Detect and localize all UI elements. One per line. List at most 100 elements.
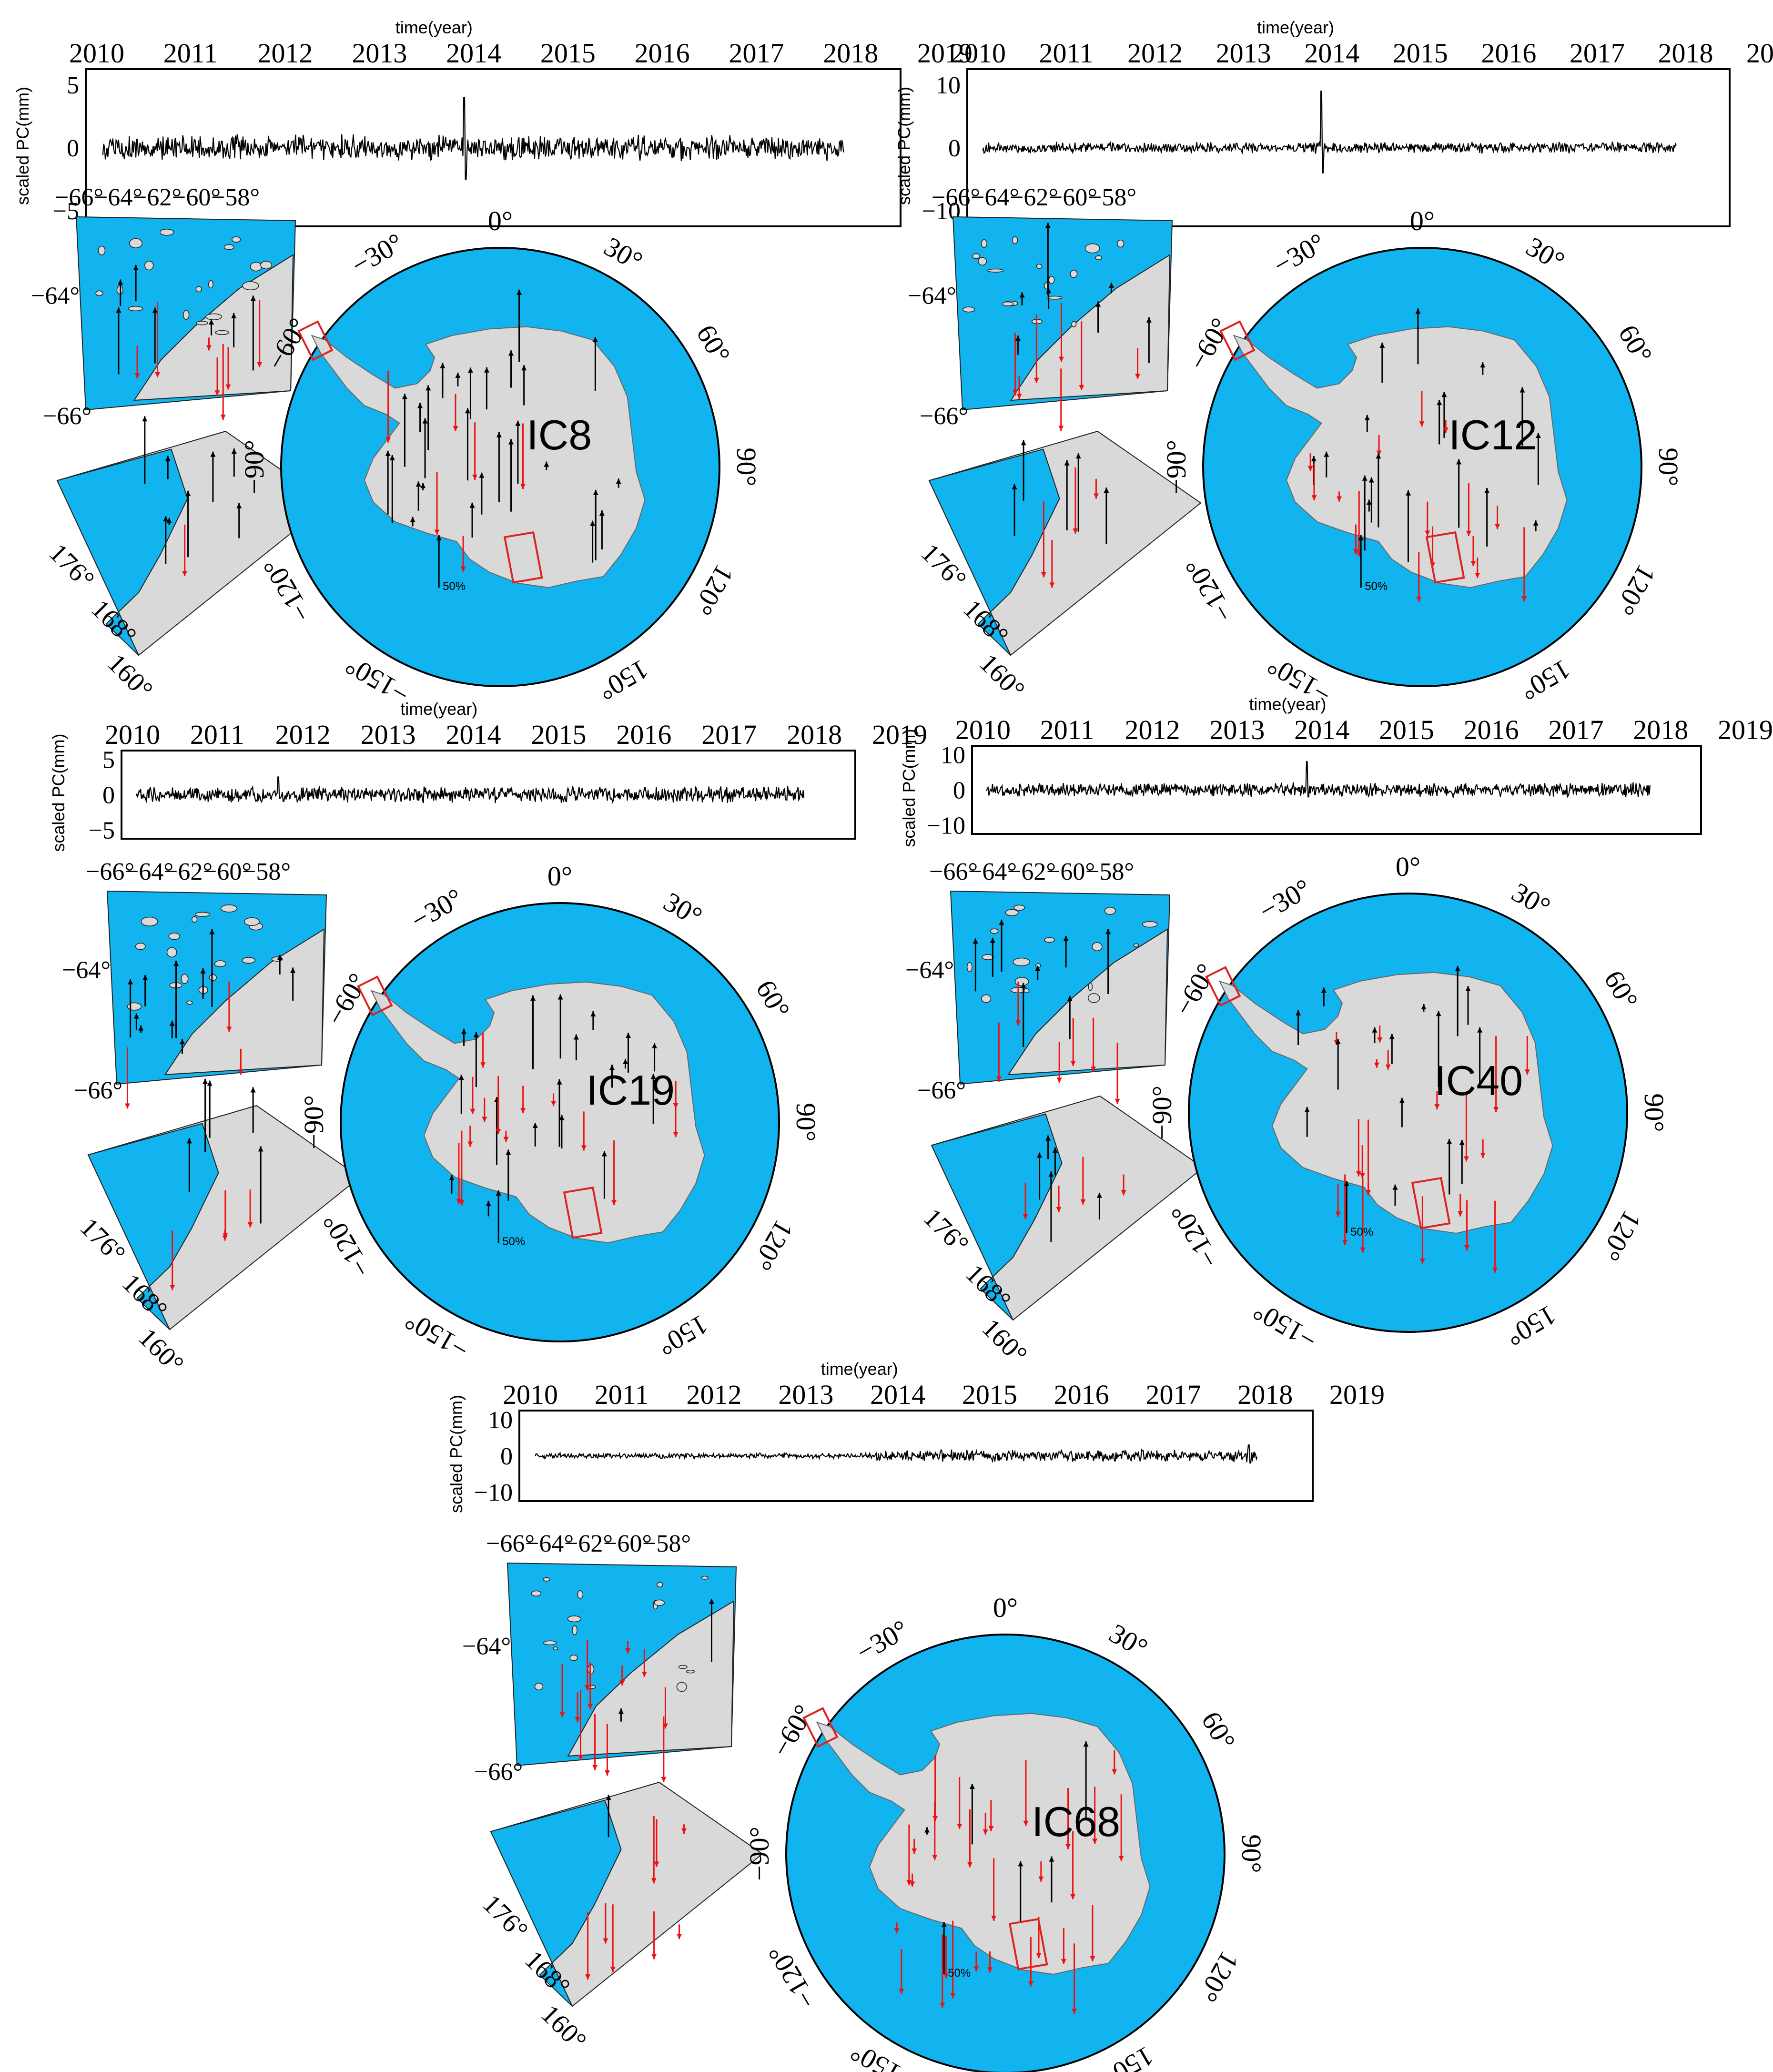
displacement-arrow (661, 1717, 667, 1782)
displacement-arrow (1080, 1157, 1086, 1205)
displacement-arrow (1038, 1861, 1044, 1882)
time-series-line (535, 1444, 1258, 1464)
island (209, 974, 217, 981)
arrow-head (206, 345, 212, 351)
island (232, 236, 241, 243)
displacement-arrow (1459, 1140, 1465, 1184)
arrow-head (894, 1928, 900, 1933)
arrow-head (1075, 453, 1081, 459)
arrow-head (210, 451, 216, 457)
island (95, 290, 103, 296)
arrow-head (1419, 421, 1425, 427)
displacement-arrow (173, 960, 179, 1038)
scale-label: 50% (1350, 1226, 1373, 1239)
displacement-arrow (592, 337, 598, 391)
displacement-arrow (1015, 981, 1021, 1026)
ross-inset-sea (931, 1113, 1063, 1320)
arrow-head (1362, 475, 1368, 481)
displacement-arrow (673, 1081, 679, 1108)
arrow-head (950, 1993, 956, 1999)
displacement-arrow (988, 1800, 994, 1831)
displacement-arrow (588, 1662, 593, 1709)
island (962, 306, 975, 313)
arrow-head (472, 475, 478, 480)
arrow-head (1385, 1064, 1391, 1070)
arrow-head (152, 307, 158, 313)
displacement-arrow (220, 344, 226, 420)
arrow-head (461, 1028, 467, 1034)
island (553, 1646, 558, 1651)
y-tick-label: −10 (474, 1479, 513, 1506)
x-axis-title: time(year) (1257, 18, 1334, 37)
arrow-head (1434, 1104, 1440, 1110)
inset-lat-label: −64° (905, 956, 954, 984)
x-tick-label: 2010 (69, 38, 124, 69)
peninsula-land (567, 1600, 735, 1757)
island (182, 310, 190, 320)
displacement-arrow (521, 365, 527, 406)
displacement-arrow (573, 1034, 579, 1061)
displacement-arrow (618, 1708, 624, 1722)
island (1104, 907, 1116, 915)
inset-lat-label: −64° (31, 282, 80, 309)
displacement-arrow (1425, 501, 1430, 536)
displacement-arrow (1535, 433, 1541, 485)
arrow-head (603, 1938, 608, 1944)
island (191, 916, 198, 923)
x-tick-label: 2016 (616, 719, 671, 750)
inset-lon-label: −58° (642, 1530, 691, 1557)
displacement-arrow (1307, 453, 1313, 471)
ring-longitude-label: 90° (790, 1103, 821, 1141)
arrow-head (616, 478, 621, 484)
ross-inset-sea (490, 1799, 622, 2007)
displacement-arrow (610, 1904, 616, 1972)
arrow-head (1095, 301, 1101, 307)
arrow-head (1493, 1107, 1499, 1112)
x-tick-label: 2014 (1304, 38, 1359, 69)
arrow-head (611, 1200, 617, 1206)
inset-lat-label: −66° (920, 403, 968, 430)
y-axis-title: scaled PC(mm) (899, 729, 919, 847)
displacement-arrow (1366, 1119, 1371, 1196)
arrow-head (508, 350, 514, 356)
arrow-head (557, 994, 563, 1000)
displacement-arrow (458, 1075, 464, 1114)
inset-lon-label: −64° (125, 858, 173, 885)
arrow-head (1021, 983, 1026, 988)
arrow-head (996, 1076, 1002, 1082)
ring-longitude-label: 60° (1196, 1706, 1242, 1755)
arrow-head (203, 1078, 208, 1084)
peninsula-land (164, 928, 325, 1076)
arrow-head (1464, 1245, 1470, 1250)
displacement-arrow (1061, 1928, 1066, 1964)
inset-lon-label: 160° (535, 1999, 592, 2056)
displacement-arrow (186, 1138, 192, 1192)
displacement-arrow (1056, 1042, 1062, 1083)
arrow-head (1038, 1876, 1044, 1882)
arrow-head (575, 1717, 580, 1723)
arrow-head (987, 1967, 993, 1973)
arrow-head (467, 367, 473, 373)
arrow-head (1035, 965, 1041, 971)
arrow-head (1049, 582, 1055, 588)
arrow-head (1079, 385, 1084, 390)
island (205, 313, 223, 320)
arrow-head (389, 455, 395, 460)
displacement-arrow (133, 1013, 139, 1030)
arrow-head (479, 472, 485, 478)
arrow-head (592, 1765, 598, 1770)
island (1044, 937, 1055, 943)
displacement-arrow (1023, 1183, 1028, 1219)
arrow-head (133, 1013, 139, 1019)
arrow-head (417, 403, 423, 408)
antarctica-land (1233, 326, 1568, 589)
displacement-arrow (455, 373, 461, 386)
arrow-head (532, 1122, 538, 1128)
displacement-arrow (1392, 1184, 1398, 1206)
displacement-arrow (1075, 453, 1081, 532)
x-tick-label: 2014 (1294, 714, 1349, 745)
displacement-arrow (625, 1033, 631, 1073)
arrow-head (1067, 995, 1073, 1001)
arrow-head (1405, 490, 1411, 496)
displacement-arrow (1063, 935, 1069, 968)
